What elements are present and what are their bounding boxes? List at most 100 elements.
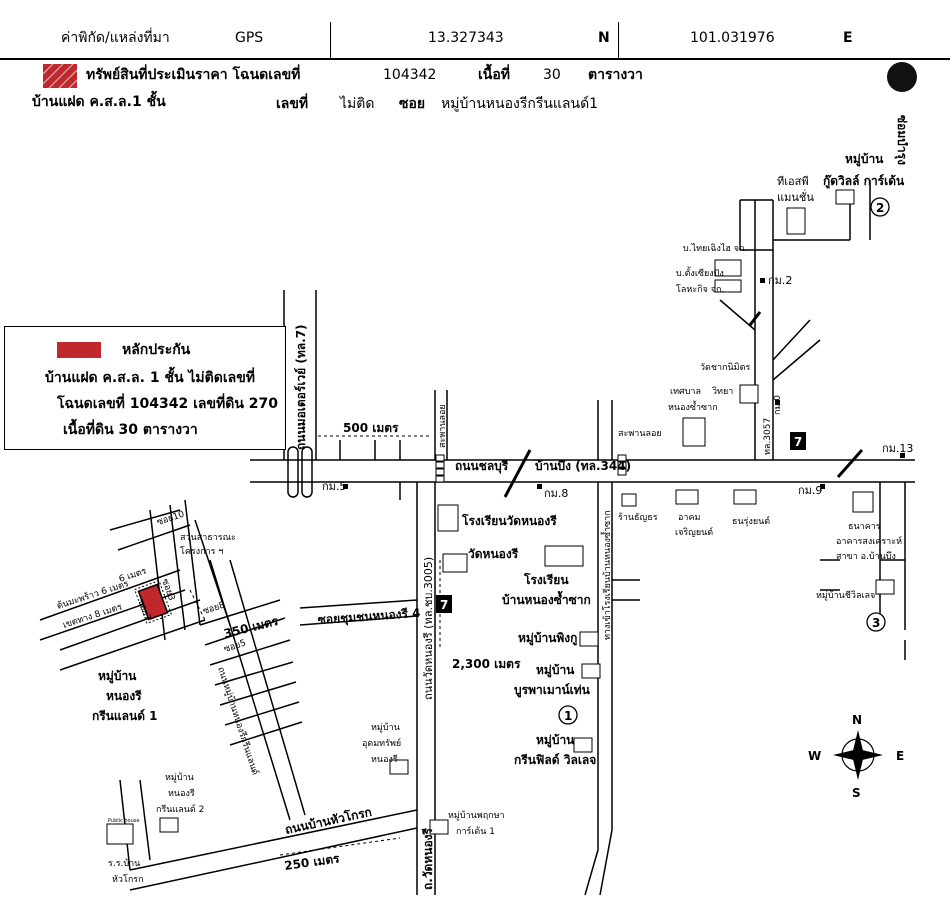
place-tessaban-2: หนองซ้ำซาก xyxy=(668,400,718,413)
place-goodwill-2: กู๊ดวิลล์ การ์เด้น xyxy=(823,174,905,189)
km-2: กม.2 xyxy=(768,274,792,287)
coord-label: ค่าพิกัด/แหล่งที่มา xyxy=(61,30,170,46)
header-separator xyxy=(330,22,331,58)
compass-n: N xyxy=(852,713,862,727)
seven-label: 7 xyxy=(794,435,802,449)
place-acham: อาคม xyxy=(678,513,700,523)
compass-w: W xyxy=(808,749,821,763)
place-ping: หมู่บ้านพิงกู xyxy=(518,631,577,646)
coord-source: GPS xyxy=(235,30,264,46)
road-label-school: ทางเข้าโรงเรียนบ้านหนองซ้ำซาก xyxy=(600,510,613,640)
road-network xyxy=(39,180,915,896)
deed-number: 104342 xyxy=(383,67,437,83)
collateral-swatch xyxy=(42,63,78,89)
label-park-2: โครงการ ฯ xyxy=(180,546,223,557)
asset-title: ทรัพย์สินที่ประเมินราคา โฉนดเลขที่ xyxy=(86,67,301,83)
dist-2300: 2,300 เมตร xyxy=(452,657,521,671)
road-label-banbueng: บ้านบึง (ทล.344) xyxy=(535,459,631,473)
km-13: กม.13 xyxy=(882,442,913,455)
legend-line-1: บ้านแฝด ค.ส.ล. 1 ชั้น ไม่ติดเลขที่ xyxy=(45,370,256,386)
label-soi8: ซอย8 xyxy=(202,600,227,617)
place-thanarung: ธนรุ่งยนต์ xyxy=(732,515,770,527)
legend-swatch xyxy=(57,342,101,358)
place-bank: ธนาคาร xyxy=(848,522,881,532)
compass-s: S xyxy=(852,786,861,800)
legend-line-2: โฉนดเลขที่ 104342 เลขที่ดิน 270 xyxy=(57,396,278,412)
km-8: กม.8 xyxy=(544,487,568,500)
place-greenland2: หมู่บ้าน xyxy=(165,772,194,783)
collateral-marker xyxy=(133,579,173,625)
place-acham-2: เจริญยนต์ xyxy=(675,526,713,538)
place-school-huakrok-2: หัวโกรก xyxy=(112,874,144,885)
place-greenfield-2: กรีนฟิลด์ วิลเลจ xyxy=(514,753,596,767)
seven-label: 7 xyxy=(440,598,448,612)
road-label-chonburi: ถนนชลบุรี xyxy=(455,459,509,474)
place-school-nss-2: บ้านหนองซ้ำซาก xyxy=(502,590,591,607)
km-0: กม.0 xyxy=(773,395,783,415)
header-rule xyxy=(0,58,950,60)
place-chiwa: หมู่บ้านชีวิลเลจ xyxy=(816,590,875,601)
asset-type: บ้านแฝด ค.ส.ล.1 ชั้น xyxy=(32,94,166,110)
place-watchak-2: วิทยา xyxy=(712,386,733,397)
place-greenland1-3: กรีนแลนด์ 1 xyxy=(92,709,158,723)
road-label-soi4: ซอยชุมชนหนองรี 4 xyxy=(317,606,421,628)
label-footbridge: สะพานลอย xyxy=(438,404,448,448)
area-label: เนื้อที่ xyxy=(478,67,510,83)
place-burapha-2: บูรพาเมาน์เท่น xyxy=(514,683,591,698)
label-public-house: Public house xyxy=(108,818,139,824)
place-burapha: หมู่บ้าน xyxy=(536,663,575,678)
dist-6b: 6 เมตร xyxy=(118,567,148,585)
marker-3: 3 xyxy=(872,616,880,630)
legend-line-3: เนื้อที่ดิน 30 ตารางวา xyxy=(63,422,198,438)
km-9: กม.9 xyxy=(798,484,822,497)
number-label: เลขที่ xyxy=(276,96,309,112)
road-label-huakrok: ถนนบ้านหัวโกรก xyxy=(284,804,374,837)
place-wat-nongri: วัดหนองรี xyxy=(468,547,519,561)
number-value: ไม่ติด xyxy=(340,96,375,112)
soi-value: หมู่บ้านหนองรีกรีนแลนด์1 xyxy=(441,96,599,112)
place-tangchieng-2: โลหะกิจ จก. xyxy=(676,284,724,295)
soi-label: ซอย xyxy=(399,96,426,112)
dist-500: 500 เมตร xyxy=(343,421,399,435)
road-label-3057: ทล.3057 xyxy=(763,418,773,455)
place-school-huakrok: ร.ร.บ้าน xyxy=(108,858,140,869)
place-thaiching: บ.ไทยเฉิงไฮ จก. xyxy=(683,243,747,254)
place-tsp-2: แมนชั่น xyxy=(777,189,814,204)
seven-eleven-icon xyxy=(436,432,806,613)
place-school-wat: โรงเรียนวัดหนองรี xyxy=(461,513,557,528)
place-greenland2-2: หนองรี xyxy=(168,788,195,799)
place-bank-3: สาขา อ.บ้านบึง xyxy=(836,551,896,562)
label-soi5: ซอย5 xyxy=(223,638,248,654)
place-pruksa-2: การ์เด้น 1 xyxy=(456,825,495,837)
latitude: 13.327343 xyxy=(428,30,504,46)
place-tangchieng: บ.ตั้งเซียงปัง xyxy=(676,266,724,279)
compass-rose xyxy=(833,730,883,780)
place-bank-2: อาคารสงเคราะห์ xyxy=(836,535,902,547)
place-greenland1-2: หนองรี xyxy=(106,689,142,703)
longitude-dir: E xyxy=(843,30,853,46)
place-udom-3: หนองรี xyxy=(371,754,398,765)
place-shop: ร้านธัญธร xyxy=(618,512,658,523)
road-label-watnongri-short: ถ.วัดหนองรี xyxy=(421,827,435,890)
marker-1: 1 xyxy=(564,709,572,723)
legend-title: หลักประกัน xyxy=(122,342,191,358)
marker-2: 2 xyxy=(876,201,884,215)
north-dot xyxy=(887,62,917,92)
place-tessaban: เทศบาล xyxy=(670,387,701,397)
header-separator xyxy=(618,22,619,58)
road-label-top: ซ่อมบำรุง xyxy=(894,115,909,165)
latitude-dir: N xyxy=(598,30,610,46)
legend-box: หลักประกัน บ้านแฝด ค.ส.ล. 1 ชั้น ไม่ติดเ… xyxy=(4,326,286,450)
place-greenland2-3: กรีนแลนด์ 2 xyxy=(156,803,204,815)
place-pruksa: หมู่บ้านพฤกษา xyxy=(448,810,505,821)
place-greenland1: หมู่บ้าน xyxy=(98,669,137,684)
place-watchak: วัดชากนิมิตร xyxy=(700,362,750,373)
area-value: 30 xyxy=(543,67,561,83)
compass-e: E xyxy=(896,749,904,763)
place-udom: หมู่บ้าน xyxy=(371,722,400,733)
label-park: สวนสาธารณะ xyxy=(180,533,236,543)
km-5: กม.5 xyxy=(322,480,346,493)
place-goodwill: หมู่บ้าน xyxy=(845,152,884,167)
place-greenfield: หมู่บ้าน xyxy=(536,733,575,748)
